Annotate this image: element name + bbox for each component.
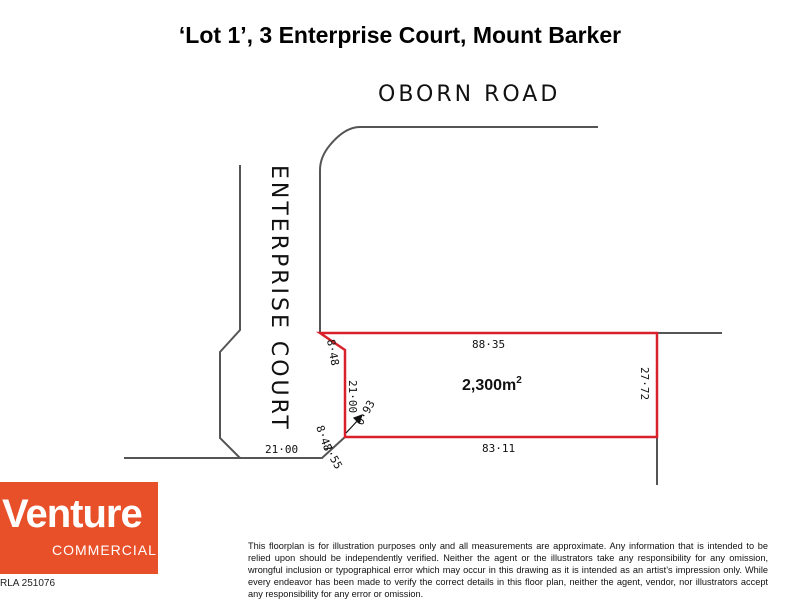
- lot-area: 2,300m2: [462, 375, 522, 394]
- venture-logo: Venture COMMERCIAL: [0, 482, 158, 574]
- lot-boundary: [315, 331, 659, 439]
- lot-area-sup: 2: [516, 375, 522, 386]
- lot-area-value: 2,300m: [462, 377, 516, 394]
- logo-sub-text: COMMERCIAL: [52, 542, 157, 558]
- enterprise-court-west-edge: [219, 165, 241, 459]
- dim-left: 21·00: [346, 380, 359, 413]
- dim-frontage: 21·00: [265, 443, 298, 456]
- disclaimer-text: This floorplan is for illustration purpo…: [248, 541, 768, 599]
- rla-number: RLA 251076: [0, 578, 56, 589]
- dim-right: 27·72: [638, 367, 651, 400]
- offset-arrow-head: [352, 413, 364, 425]
- road-label-enterprise: ENTERPRISE COURT: [266, 165, 291, 432]
- oborn-road-edge: [319, 126, 598, 333]
- dim-corner-top: 8·48: [324, 338, 341, 366]
- road-label-oborn: OBORN ROAD: [378, 82, 560, 107]
- frontage-line: [124, 436, 346, 459]
- dim-bottom: 83·11: [482, 442, 515, 455]
- dim-top: 88·35: [472, 338, 505, 351]
- logo-main-text: Venture: [2, 492, 143, 536]
- page-title: ‘Lot 1’, 3 Enterprise Court, Mount Barke…: [178, 22, 622, 48]
